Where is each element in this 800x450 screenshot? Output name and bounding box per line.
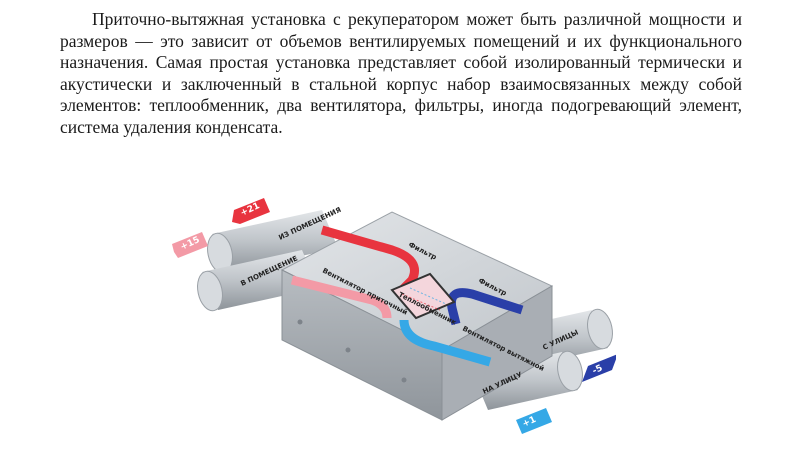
description-paragraph: Приточно-вытяжная установка с рекуперато… [60,9,742,137]
arrow-from-street: -5 [582,354,616,382]
warm-exhaust-path [320,225,419,294]
arrow-from-room: +21 [232,198,270,224]
recuperator-diagram: Вентилятор приточный Вентилятор вытяжной… [172,190,616,440]
pipe-to-room [197,250,318,312]
temp-from-street: -5 [591,363,604,376]
pipe-from-room [207,210,338,274]
recuperator-illustration: Вентилятор приточный Вентилятор вытяжной… [172,198,616,434]
arrow-to-room: +15 [172,232,208,258]
arrow-to-street: +1 [516,408,552,434]
cold-exhaust-path [399,319,492,367]
air-paths [290,225,524,367]
warm-supply-path [290,275,392,319]
cold-supply-path [446,288,524,326]
heat-exchanger-block [390,272,456,320]
